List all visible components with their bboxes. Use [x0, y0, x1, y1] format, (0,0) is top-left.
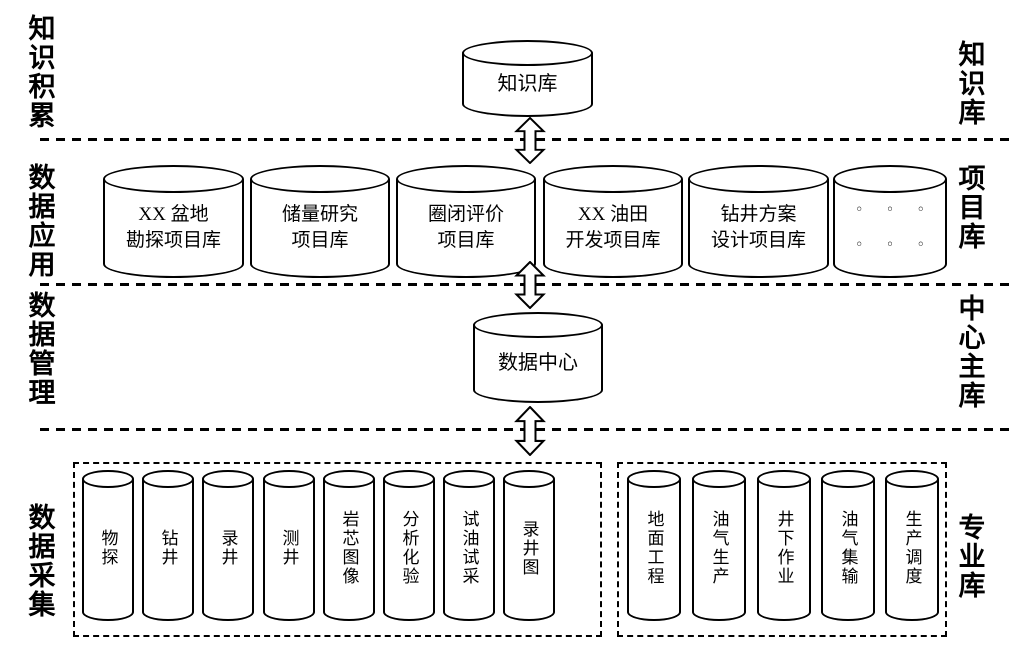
cylinder-top-ellipse [383, 470, 435, 488]
cylinder-body [443, 479, 495, 621]
cylinder-body [323, 479, 375, 621]
project-cylinder-drilling-plan-design: 钻井方案 设计项目库 [688, 165, 829, 278]
collection-cylinder-production-dispatch: 生产调度 [885, 470, 939, 621]
collection-cylinder-downhole-operations: 井下作业 [757, 470, 811, 621]
collection-cylinder-label: 油气生产 [709, 510, 729, 586]
collection-cylinder-gathering-transport: 油气集输 [821, 470, 875, 621]
cylinder-top-ellipse [263, 470, 315, 488]
project-cylinder-reserves-research: 储量研究 项目库 [250, 165, 390, 278]
double-arrow-icon [514, 406, 546, 456]
project-cylinder-label: 钻井方案 设计项目库 [710, 203, 806, 251]
cylinder-top-ellipse [473, 312, 603, 338]
cylinder-top-ellipse [692, 470, 746, 488]
data-application-label: 数据应用 [24, 163, 55, 279]
specialty-base-label: 专业库 [954, 512, 985, 600]
collection-cylinder-core-image: 岩芯图像 [323, 470, 375, 621]
data-collection-label: 数据采集 [24, 503, 55, 619]
cylinder-top-ellipse [503, 470, 555, 488]
collection-cylinder-label: 油气集输 [838, 510, 858, 586]
cylinder-body [885, 479, 939, 621]
cylinder-top-ellipse [543, 165, 683, 193]
double-arrow-icon [514, 261, 546, 309]
cylinder-body [263, 479, 315, 621]
cylinder-top-ellipse [396, 165, 536, 193]
cylinder-body [202, 479, 254, 621]
collection-cylinder-drilling: 钻井 [142, 470, 194, 621]
project-cylinder-basin-exploration: XX 盆地 勘探项目库 [103, 165, 244, 278]
ellipsis-dots-icon: ◦ ◦ ◦ ◦ ◦ ◦ [855, 201, 934, 253]
collection-cylinder-lab-analysis: 分析化验 [383, 470, 435, 621]
cylinder-top-ellipse [462, 40, 593, 66]
cylinder-top-ellipse [885, 470, 939, 488]
data-center-cylinder-label: 数据中心 [498, 351, 578, 374]
cylinder-body [543, 179, 683, 278]
collection-cylinder-well-testing: 试油试采 [443, 470, 495, 621]
cylinder-top-ellipse [202, 470, 254, 488]
collection-cylinder-label: 录井图 [519, 519, 539, 577]
cylinder-top-ellipse [688, 165, 829, 193]
cylinder-body [627, 479, 681, 621]
cylinder-body [473, 325, 603, 403]
collection-group-box-2 [617, 462, 947, 637]
data-management-label: 数据管理 [24, 291, 55, 407]
collection-cylinder-label: 测井 [279, 529, 299, 567]
project-cylinder-trap-evaluation: 圈闭评价 项目库 [396, 165, 536, 278]
project-cylinder-oilfield-development: XX 油田 开发项目库 [543, 165, 683, 278]
collection-cylinder-label: 地面工程 [644, 510, 664, 586]
project-cylinder-label: XX 油田 开发项目库 [565, 203, 661, 251]
double-arrow-icon [514, 117, 546, 164]
collection-cylinder-mud-logging: 录井 [202, 470, 254, 621]
collection-cylinder-label: 录井 [218, 529, 238, 567]
project-base-label: 项目库 [954, 163, 985, 251]
data-center-cylinder: 数据中心 [473, 312, 603, 403]
collection-cylinder-label: 钻井 [158, 529, 178, 567]
cylinder-top-ellipse [833, 165, 947, 193]
collection-cylinder-label: 井下作业 [774, 510, 794, 586]
more-projects-cylinder: ◦ ◦ ◦ ◦ ◦ ◦ [833, 165, 947, 278]
cylinder-body [757, 479, 811, 621]
collection-cylinder-surface-engineering: 地面工程 [627, 470, 681, 621]
cylinder-body [833, 179, 947, 278]
collection-cylinder-geophysical: 物探 [82, 470, 134, 621]
cylinder-top-ellipse [82, 470, 134, 488]
knowledge-base-cylinder-label: 知识库 [497, 72, 558, 95]
central-master-base-label: 中心主库 [954, 294, 985, 410]
collection-cylinder-label: 岩芯图像 [339, 510, 359, 586]
collection-cylinder-log-chart: 录井图 [503, 470, 555, 621]
collection-cylinder-well-logging: 测井 [263, 470, 315, 621]
collection-group-box-1 [73, 462, 602, 637]
project-cylinder-label: 储量研究 项目库 [281, 203, 358, 251]
cylinder-body [688, 179, 829, 278]
knowledge-accumulation-label: 知识积累 [24, 13, 55, 130]
cylinder-top-ellipse [250, 165, 390, 193]
cylinder-body [396, 179, 536, 278]
cylinder-body [142, 479, 194, 621]
collection-cylinder-label: 物探 [98, 529, 118, 567]
knowledge-base-cylinder: 知识库 [462, 40, 593, 117]
cylinder-body [821, 479, 875, 621]
cylinder-body [383, 479, 435, 621]
cylinder-top-ellipse [103, 165, 244, 193]
project-cylinder-label: 圈闭评价 项目库 [427, 203, 504, 251]
cylinder-body [103, 179, 244, 278]
collection-cylinder-oil-gas-production: 油气生产 [692, 470, 746, 621]
cylinder-top-ellipse [821, 470, 875, 488]
cylinder-top-ellipse [443, 470, 495, 488]
collection-cylinder-label: 试油试采 [459, 510, 479, 586]
cylinder-top-ellipse [142, 470, 194, 488]
collection-cylinder-label: 分析化验 [399, 510, 419, 586]
cylinder-body [82, 479, 134, 621]
cylinder-body [250, 179, 390, 278]
cylinder-top-ellipse [323, 470, 375, 488]
cylinder-body [503, 479, 555, 621]
cylinder-top-ellipse [757, 470, 811, 488]
collection-cylinder-label: 生产调度 [902, 510, 922, 586]
cylinder-top-ellipse [627, 470, 681, 488]
cylinder-body [692, 479, 746, 621]
knowledge-base-label: 知识库 [954, 39, 985, 127]
project-cylinder-label: XX 盆地 勘探项目库 [125, 203, 221, 251]
